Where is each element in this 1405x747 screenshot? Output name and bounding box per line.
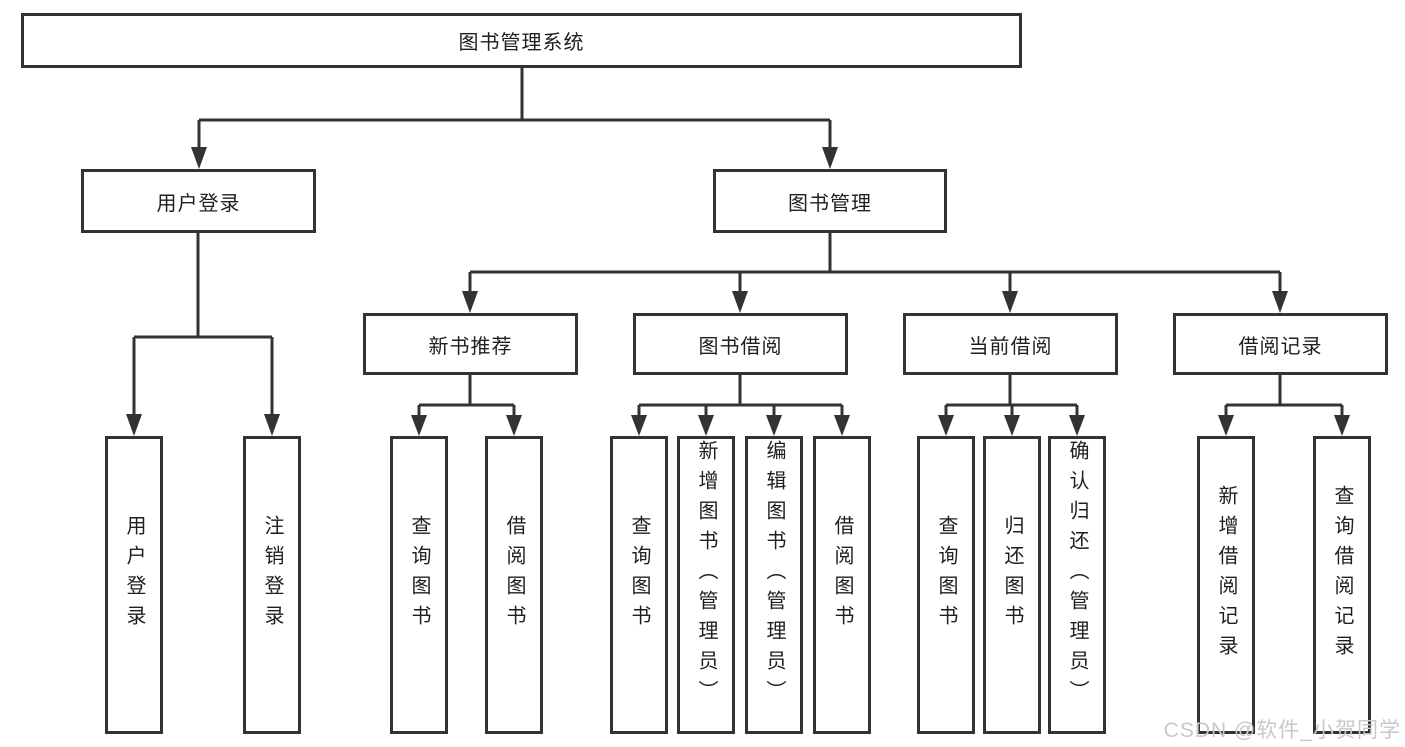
leaf-bb-edit-books-admin: 编辑图书（管理员） <box>745 436 803 734</box>
leaf-nbr-borrow-books: 借阅图书 <box>485 436 543 734</box>
node-library-system-label: 图书管理系统 <box>458 32 585 54</box>
leaf-bb-borrow-books: 借阅图书 <box>813 436 871 734</box>
leaf-cb-query-books-label: 查询图书 <box>935 515 957 635</box>
node-book-management-label: 图书管理 <box>788 192 872 215</box>
node-borrowing-records: 借阅记录 <box>1173 313 1388 375</box>
leaf-bb-query-books: 查询图书 <box>610 436 668 734</box>
leaf-br-add-record-label: 新增借阅记录 <box>1215 485 1237 665</box>
node-current-borrowing: 当前借阅 <box>903 313 1118 375</box>
node-user-login: 用户登录 <box>81 169 316 233</box>
leaf-user-login-label: 用户登录 <box>123 515 145 635</box>
leaf-bb-add-books-admin: 新增图书（管理员） <box>677 436 735 734</box>
arrowheads <box>126 147 1350 436</box>
leaf-bb-query-books-label: 查询图书 <box>628 515 650 635</box>
csdn-watermark: CSDN @软件_小贺同学 <box>1163 719 1401 742</box>
node-book-borrowing-label: 图书借阅 <box>698 335 783 358</box>
leaf-cb-query-books: 查询图书 <box>917 436 975 734</box>
leaf-bb-add-books-admin-label: 新增图书（管理员） <box>695 440 717 710</box>
node-user-login-label: 用户登录 <box>156 192 241 215</box>
leaf-br-add-record: 新增借阅记录 <box>1197 436 1255 734</box>
leaf-cb-return-books: 归还图书 <box>983 436 1041 734</box>
node-new-book-recommend: 新书推荐 <box>363 313 578 375</box>
leaf-br-query-record: 查询借阅记录 <box>1313 436 1371 734</box>
leaf-logout-label: 注销登录 <box>261 515 283 635</box>
node-current-borrowing-label: 当前借阅 <box>968 335 1053 358</box>
node-borrowing-records-label: 借阅记录 <box>1238 335 1323 358</box>
connector-paths <box>132 68 1344 416</box>
node-library-system: 图书管理系统 <box>21 13 1022 68</box>
leaf-cb-return-books-label: 归还图书 <box>1001 515 1023 635</box>
leaf-user-login: 用户登录 <box>105 436 163 734</box>
leaf-cb-confirm-return-admin: 确认归还（管理员） <box>1048 436 1106 734</box>
leaf-nbr-borrow-books-label: 借阅图书 <box>503 515 525 635</box>
leaf-nbr-query-books: 查询图书 <box>390 436 448 734</box>
leaf-nbr-query-books-label: 查询图书 <box>408 515 430 635</box>
leaf-cb-confirm-return-admin-label: 确认归还（管理员） <box>1066 440 1088 710</box>
leaf-bb-edit-books-admin-label: 编辑图书（管理员） <box>763 440 785 710</box>
node-book-borrowing: 图书借阅 <box>633 313 848 375</box>
leaf-logout: 注销登录 <box>243 436 301 734</box>
leaf-br-query-record-label: 查询借阅记录 <box>1331 485 1353 665</box>
leaf-bb-borrow-books-label: 借阅图书 <box>831 515 853 635</box>
node-book-management: 图书管理 <box>713 169 947 233</box>
node-new-book-recommend-label: 新书推荐 <box>428 335 513 358</box>
